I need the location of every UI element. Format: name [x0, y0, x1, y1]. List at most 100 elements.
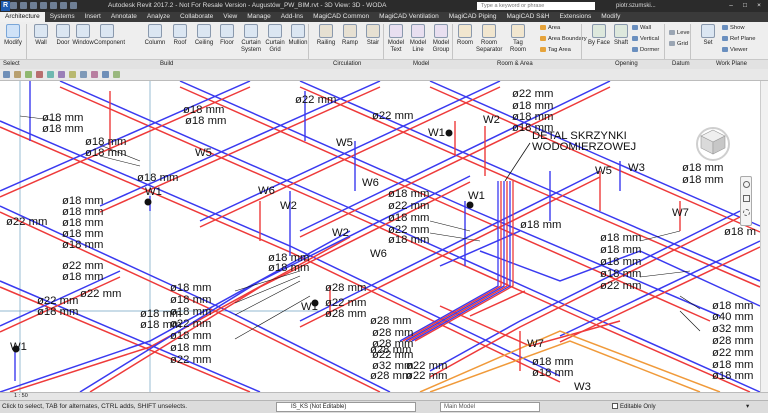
tab-architecture[interactable]: Architecture	[0, 12, 45, 22]
pipe-diameter-label[interactable]: ø40 mm	[712, 311, 753, 323]
pipe-diameter-label[interactable]: ø18 mm	[170, 294, 211, 306]
pipe-diameter-label[interactable]: ø18 mm	[512, 111, 553, 123]
tab-insert[interactable]: Insert	[84, 13, 101, 20]
toolbar-tool-icon[interactable]	[58, 71, 65, 78]
toolbar-tool-icon[interactable]	[113, 71, 120, 78]
riser-tag[interactable]: W6	[258, 185, 275, 197]
tab-view[interactable]: View	[223, 13, 238, 20]
pipe-diameter-label[interactable]: ø28 mm	[370, 344, 411, 356]
tab-magicad-piping[interactable]: MagiCAD Piping	[448, 13, 497, 20]
pipe-diameter-label[interactable]: ø18 mm	[388, 212, 429, 224]
app-menu-button[interactable]: R	[1, 1, 10, 11]
view-scale[interactable]: 1 : 50	[14, 393, 28, 399]
leader-line[interactable]	[679, 295, 701, 310]
pipe-diameter-label[interactable]: ø32 mm	[372, 360, 413, 372]
pipe-diameter-label[interactable]: ø22 mm	[372, 349, 413, 361]
riser-symbol-icon[interactable]	[12, 345, 20, 353]
pipe-diameter-label[interactable]: ø18 mm	[512, 122, 553, 134]
pipe-segment[interactable]	[179, 81, 721, 317]
meter-box-pipe[interactable]	[399, 181, 499, 342]
pipe-segment[interactable]	[199, 81, 501, 222]
design-option-select[interactable]: Main Model	[440, 402, 540, 412]
tab-magicad-ventilation[interactable]: MagiCAD Ventilation	[379, 13, 439, 20]
room_area-small-button[interactable]: Area Boundary	[540, 36, 587, 42]
pipe-diameter-label[interactable]: ø18 m	[724, 226, 756, 238]
close-icon[interactable]: ×	[757, 2, 761, 9]
undo-icon[interactable]	[30, 2, 37, 9]
pipe-segment[interactable]	[299, 170, 601, 322]
room_area-small-button[interactable]: Tag Area	[540, 47, 571, 53]
riser-tag[interactable]: W1	[428, 127, 445, 139]
maximize-icon[interactable]: □	[743, 2, 747, 9]
leader-line[interactable]	[234, 280, 301, 316]
pipe-diameter-label[interactable]: ø18 mm	[512, 100, 553, 112]
print-icon[interactable]	[50, 2, 57, 9]
pipe-diameter-label[interactable]: ø18 mm	[140, 308, 181, 320]
tab-magicad-common[interactable]: MagiCAD Common	[313, 13, 370, 20]
pipe-diameter-label[interactable]: ø18 mm	[183, 104, 224, 116]
pipe-diameter-label[interactable]: ø18 mm	[62, 228, 103, 240]
tab-analyze[interactable]: Analyze	[146, 13, 171, 20]
mullion-button[interactable]: Mullion	[285, 24, 311, 47]
meter-box-pipe[interactable]	[402, 181, 502, 342]
pipe-diameter-label[interactable]: ø22 mm	[600, 280, 641, 292]
pipe-diameter-label[interactable]: ø22 mm	[6, 216, 47, 228]
pipe-diameter-label[interactable]: ø18 mm	[388, 234, 429, 246]
pipe-diameter-label[interactable]: ø18 mm	[37, 306, 78, 318]
pipe-segment[interactable]	[0, 211, 381, 392]
riser-symbol-icon[interactable]	[445, 129, 453, 137]
leader-line[interactable]	[679, 310, 701, 332]
filter-icon[interactable]: ▾	[746, 403, 750, 410]
viewcube-icon[interactable]	[693, 122, 733, 162]
pipe-diameter-label[interactable]: ø18 mm	[268, 252, 309, 264]
pipe-segment[interactable]	[299, 176, 601, 328]
leader-line[interactable]	[234, 270, 301, 292]
pipe-diameter-label[interactable]: ø18 mm	[712, 370, 753, 382]
riser-tag[interactable]: W5	[336, 137, 353, 149]
riser-tag[interactable]: W1	[145, 186, 162, 198]
minimize-icon[interactable]: –	[729, 2, 733, 9]
pipe-diameter-label[interactable]: ø28 mm	[370, 370, 411, 382]
pipe-diameter-label[interactable]: ø18 mm	[600, 244, 641, 256]
column-button[interactable]: Column	[142, 24, 168, 47]
pipe-segment[interactable]	[419, 330, 721, 392]
panel-label-model[interactable]: Model	[413, 61, 430, 67]
pipe-segment[interactable]	[0, 286, 251, 392]
pipe-segment[interactable]	[9, 236, 351, 392]
pipe-segment[interactable]	[0, 276, 121, 333]
room-button[interactable]: Room	[452, 24, 478, 47]
panel-label-work-plane[interactable]: Work Plane	[716, 61, 747, 67]
tab-annotate[interactable]: Annotate	[110, 13, 137, 20]
pipe-diameter-label[interactable]: ø28 mm	[712, 335, 753, 347]
navigation-bar[interactable]	[740, 176, 752, 226]
pipe-segment[interactable]	[429, 210, 741, 372]
pipe-segment[interactable]	[179, 86, 711, 322]
datum-small-button[interactable]: Level	[669, 30, 691, 36]
pipe-segment[interactable]	[0, 280, 261, 392]
meter-box-pipe[interactable]	[408, 181, 508, 342]
pipe-diameter-label[interactable]: ø32 mm	[712, 323, 753, 335]
shaft-button[interactable]: Shaft	[608, 24, 634, 47]
save-icon[interactable]	[20, 2, 27, 9]
pipe-diameter-label[interactable]: ø18 mm	[520, 219, 561, 231]
floor-button[interactable]: Floor	[214, 24, 240, 47]
pipe-segment[interactable]	[0, 230, 351, 392]
leader-line[interactable]	[639, 230, 681, 242]
pipe-segment[interactable]	[59, 86, 751, 392]
roof-button[interactable]: Roof	[167, 24, 193, 47]
pipe-diameter-label[interactable]: ø18 mm	[62, 206, 103, 218]
user-account[interactable]: piotr.szumski...	[616, 3, 656, 9]
pipe-diameter-label[interactable]: ø22 mm	[712, 347, 753, 359]
railing-button[interactable]: Railing	[313, 24, 339, 47]
meter-box-pipe[interactable]	[414, 181, 514, 342]
editable-only-toggle[interactable]: Editable Only	[612, 401, 656, 413]
riser-tag[interactable]: W2	[332, 227, 349, 239]
panel-label-select[interactable]: Select	[3, 61, 20, 67]
pipe-segment[interactable]	[99, 86, 381, 213]
pipe-diameter-label[interactable]: ø22 mm	[406, 370, 447, 382]
pipe-diameter-label[interactable]: ø18 mm	[42, 112, 83, 124]
pipe-diameter-label[interactable]: ø18 mm	[600, 232, 641, 244]
search-input[interactable]: Type a keyword or phrase	[477, 2, 595, 10]
tab-add-ins[interactable]: Add-Ins	[280, 13, 304, 20]
